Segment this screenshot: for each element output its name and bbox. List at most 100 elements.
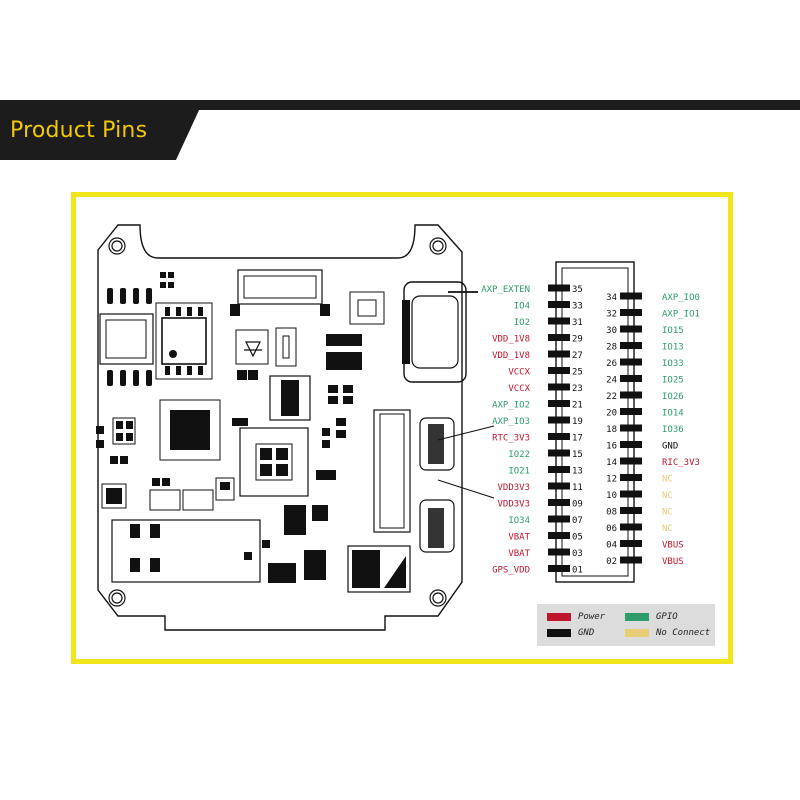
pin-pad-left	[548, 383, 570, 391]
pin-pad-right	[620, 507, 642, 514]
pin-label-right: IO13	[662, 343, 684, 353]
banner-tab	[0, 108, 200, 160]
pin-number-right: 06	[606, 524, 617, 534]
pin-number-left: 17	[572, 434, 583, 444]
pin-label-right: IO14	[662, 409, 684, 419]
pin-number-right: 02	[606, 557, 617, 567]
pin-pad-right	[620, 342, 642, 349]
pin-pad-right	[620, 325, 642, 333]
legend-item-gnd: GND	[547, 628, 594, 638]
pin-number-right: 24	[606, 376, 617, 386]
pin-label-right: AXP_IO0	[662, 293, 700, 303]
pin-label-left: VBAT	[508, 549, 530, 559]
pin-label-right: IO33	[662, 359, 684, 369]
pin-pad-right	[620, 292, 642, 300]
pin-pad-left	[548, 433, 570, 440]
pin-number-left: 15	[572, 450, 583, 460]
pin-pad-left	[548, 548, 570, 556]
pin-pad-right	[620, 540, 642, 547]
pin-number-left: 01	[572, 566, 583, 576]
legend-swatch-power	[547, 613, 571, 621]
pin-pad-left	[548, 499, 570, 506]
pin-pad-right	[620, 490, 642, 498]
pin-label-right: IO36	[662, 425, 684, 435]
pin-pad-right	[620, 391, 642, 399]
pin-number-right: 08	[606, 508, 617, 518]
pin-number-left: 33	[572, 302, 583, 312]
pin-pad-left	[548, 466, 570, 473]
pin-pad-left	[548, 416, 570, 424]
pin-label-left: VBAT	[508, 533, 530, 543]
pin-pad-left	[548, 284, 570, 292]
mount-holes	[108, 237, 447, 607]
pin-number-right: 04	[606, 541, 617, 551]
pin-label-left: VCCX	[508, 384, 530, 394]
pin-label-right: VBUS	[662, 557, 684, 567]
legend: Power GPIO GND No Connect	[537, 604, 715, 646]
pin-number-right: 26	[606, 359, 617, 369]
pin-pad-left	[548, 532, 570, 539]
pin-label-right: IO26	[662, 392, 684, 402]
pin-number-left: 09	[572, 500, 583, 510]
pin-label-right: NC	[662, 524, 673, 534]
pin-number-right: 32	[606, 310, 617, 320]
pin-pad-right	[620, 457, 642, 465]
pin-number-left: 27	[572, 351, 583, 361]
pin-number-right: 10	[606, 491, 617, 501]
pin-number-right: 30	[606, 326, 617, 336]
pin-number-right: 20	[606, 409, 617, 419]
pin-pad-left	[548, 317, 570, 325]
pin-pad-right	[620, 408, 642, 415]
pin-number-left: 35	[572, 285, 583, 295]
pin-label-left: IO4	[514, 302, 530, 312]
pin-number-left: 31	[572, 318, 583, 328]
pin-label-right: NC	[662, 491, 673, 501]
pin-pad-left	[548, 367, 570, 374]
pin-label-left: VDD3V3	[497, 483, 530, 493]
pin-number-left: 19	[572, 417, 583, 427]
pin-pad-left	[548, 350, 570, 358]
pin-number-right: 12	[606, 475, 617, 485]
pin-label-left: GPS_VDD	[492, 566, 530, 576]
legend-swatch-nc	[625, 629, 649, 637]
legend-label-gpio: GPIO	[656, 612, 678, 622]
legend-swatch-gnd	[547, 629, 571, 637]
pin-number-left: 23	[572, 384, 583, 394]
pin-label-right: NC	[662, 508, 673, 518]
pin-label-left: AXP_IO3	[492, 417, 530, 427]
pin-pad-left	[548, 565, 570, 572]
pin-pad-right	[620, 474, 642, 481]
pin-pad-right	[620, 523, 642, 531]
pin-number-left: 07	[572, 516, 583, 526]
pin-label-right: GND	[662, 442, 678, 452]
pin-pad-left	[548, 449, 570, 457]
pin-label-left: AXP_IO2	[492, 401, 530, 411]
legend-swatch-gpio	[625, 613, 649, 621]
banner-strip	[0, 100, 800, 110]
pin-number-right: 22	[606, 392, 617, 402]
pin-label-right: VBUS	[662, 541, 684, 551]
board-outline	[97, 224, 463, 631]
legend-item-gpio: GPIO	[625, 612, 678, 622]
pin-label-left: AXP_EXTEN	[481, 285, 530, 295]
pin-pad-left	[548, 400, 570, 407]
pin-number-left: 11	[572, 483, 583, 493]
pin-label-right: RIC_3V3	[662, 458, 700, 468]
pin-pad-right	[620, 358, 642, 366]
pin-label-right: AXP_IO1	[662, 310, 700, 320]
pin-number-left: 13	[572, 467, 583, 477]
pin-layer: 35AXP_EXTEN33IO431IO229VDD_1V827VDD_1V82…	[481, 284, 700, 576]
pin-label-left: VDD_1V8	[492, 335, 530, 345]
pin-pad-left	[548, 301, 570, 308]
page-title: Product Pins	[10, 118, 148, 143]
pin-label-left: IO2	[514, 318, 530, 328]
pin-pad-right	[620, 309, 642, 316]
pin-label-left: VDD_1V8	[492, 351, 530, 361]
pin-number-right: 18	[606, 425, 617, 435]
pin-number-right: 34	[606, 293, 617, 303]
legend-item-nc: No Connect	[625, 628, 710, 638]
legend-label-power: Power	[578, 612, 606, 622]
pin-number-left: 05	[572, 533, 583, 543]
pin-number-left: 25	[572, 368, 583, 378]
